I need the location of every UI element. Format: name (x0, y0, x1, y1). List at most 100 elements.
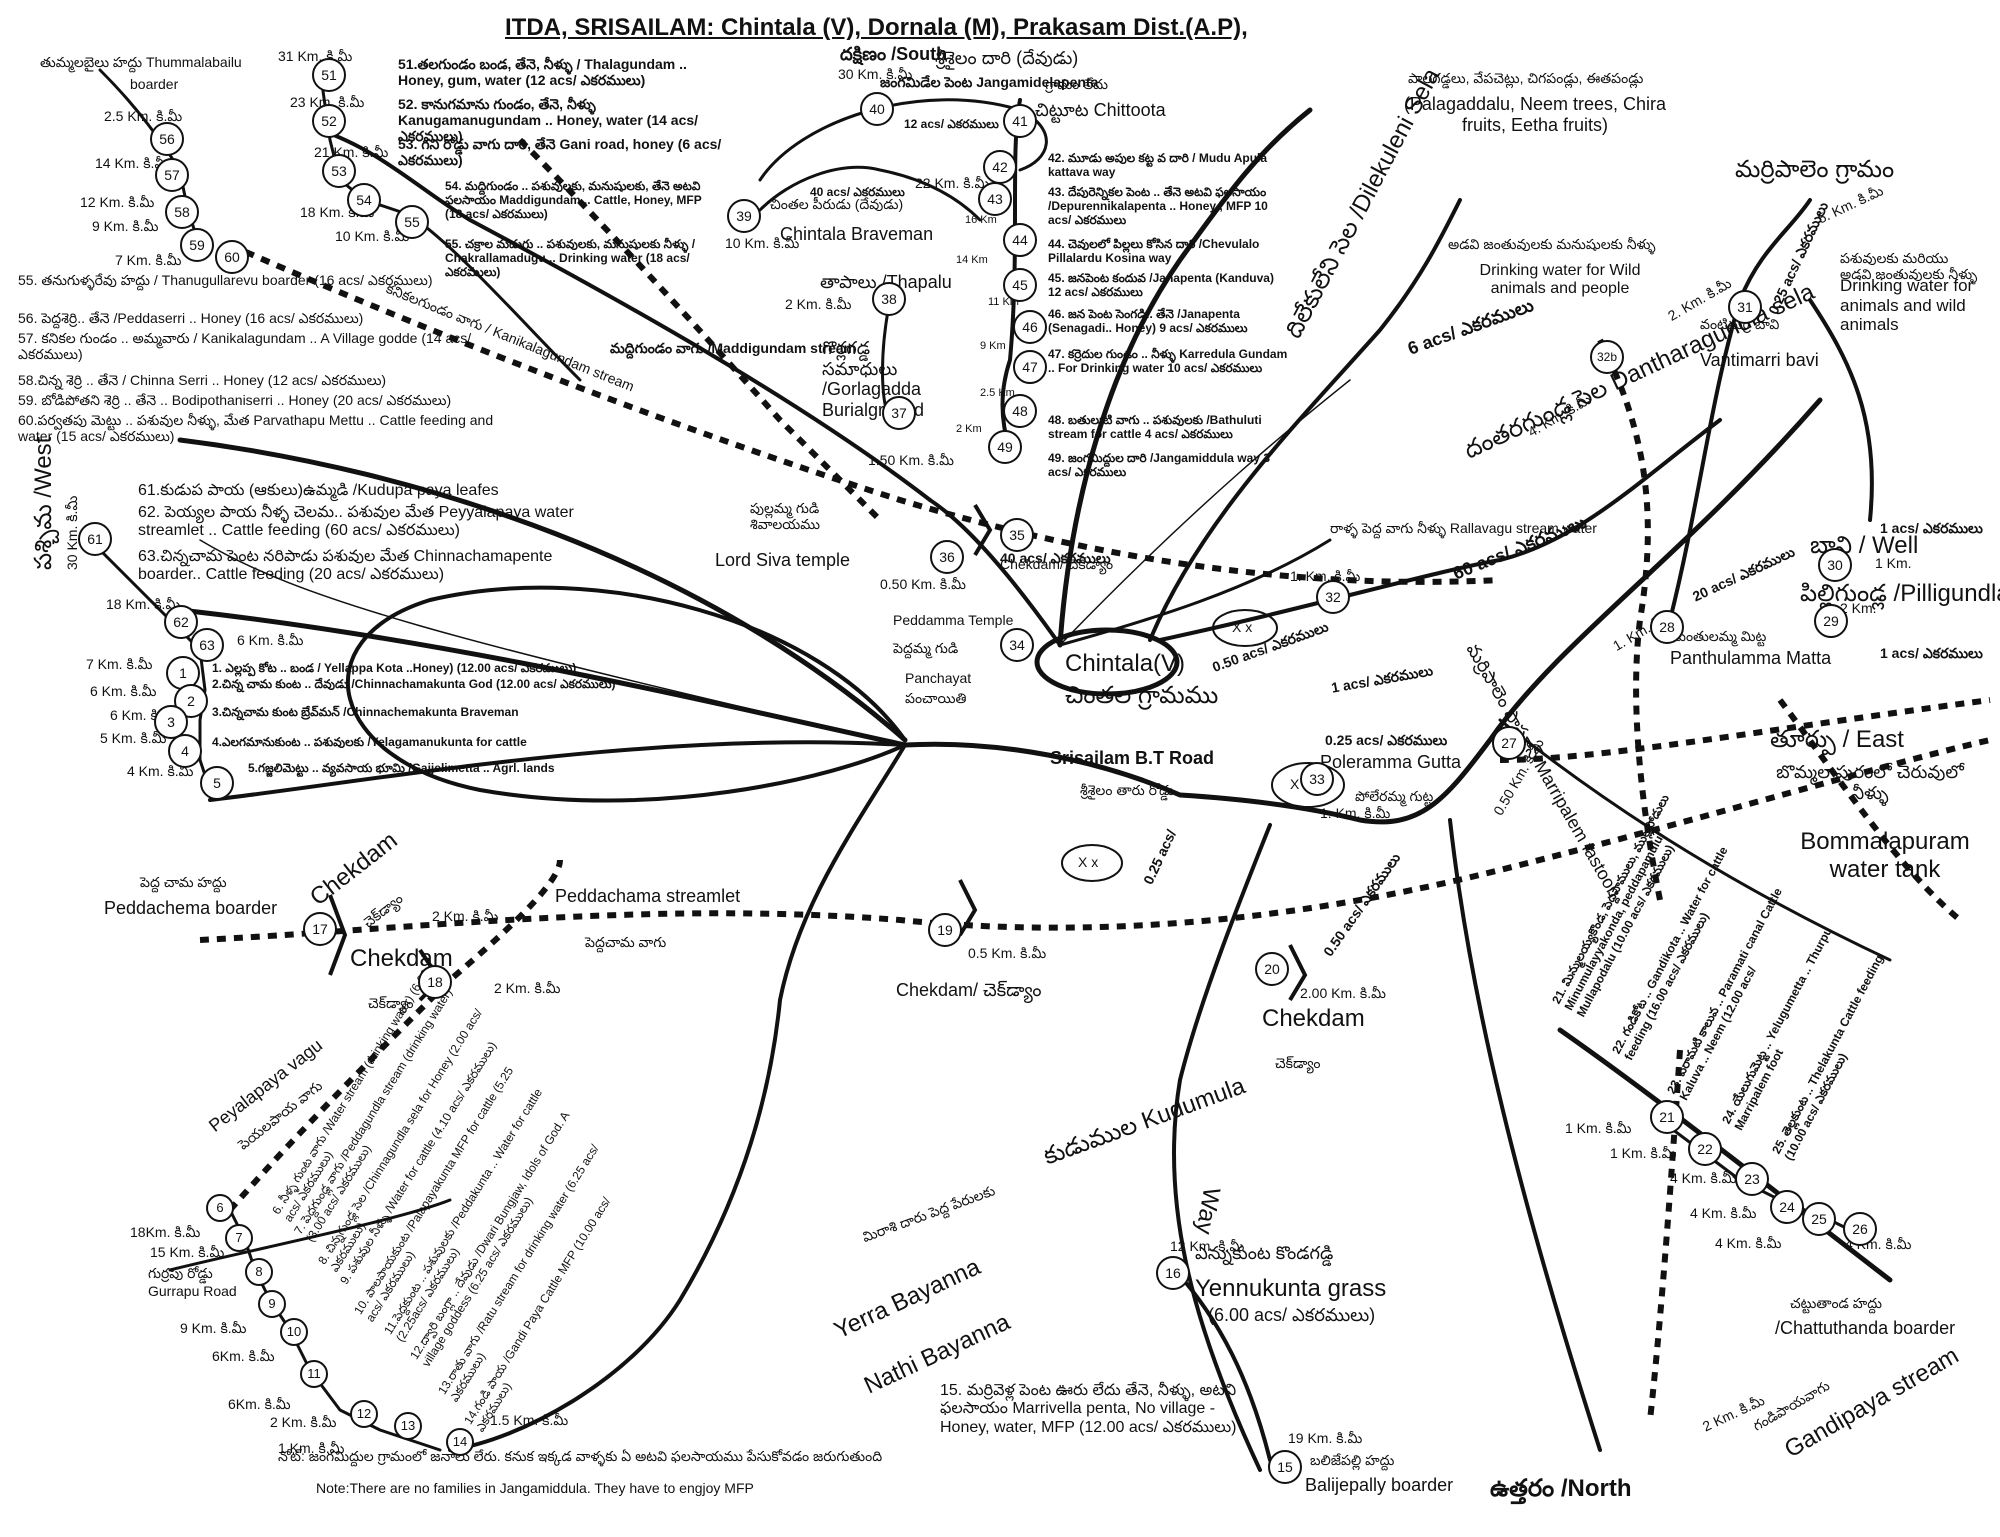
road-bt-west (177, 607, 908, 748)
chekdam-20 (1288, 944, 1308, 1002)
vantimarri-te: వంటిమర్రి బావి (1700, 316, 1780, 332)
node-45[interactable]: 45 (1003, 268, 1037, 302)
road-loop (345, 585, 907, 803)
node-49[interactable]: 49 (988, 430, 1022, 464)
node-42[interactable]: 42 (983, 150, 1017, 184)
node-28[interactable]: 28 (1650, 610, 1684, 644)
node-59[interactable]: 59 (180, 228, 214, 262)
maddigundam-stream: మద్దిగుండం వాగు /Maddigundam stream (610, 340, 857, 356)
node-43[interactable]: 43 (978, 182, 1012, 216)
node-51[interactable]: 51 (312, 58, 346, 92)
node-41[interactable]: 41 (1003, 104, 1037, 138)
node-47[interactable]: 47 (1013, 350, 1047, 384)
node-13[interactable]: 13 (394, 1412, 422, 1440)
node-40[interactable]: 40 (860, 92, 894, 126)
node-10[interactable]: 10 (280, 1318, 308, 1346)
node-54[interactable]: 54 (347, 183, 381, 217)
node-53[interactable]: 53 (322, 154, 356, 188)
distance-2-38: 2 Km. కి.మీ (785, 296, 852, 312)
node-34[interactable]: 34 (1000, 628, 1034, 662)
node-19[interactable]: 19 (928, 913, 962, 947)
node-18[interactable]: 18 (418, 965, 452, 999)
distance-5-4: 5 Km. కి.మీ (100, 730, 167, 746)
node-35[interactable]: 35 (1000, 518, 1034, 552)
marripalem-village: మర్రిపాలెం గ్రామం (1735, 156, 1895, 183)
node-9[interactable]: 9 (258, 1290, 286, 1318)
path-thin-1 (1059, 379, 1351, 646)
node-27[interactable]: 27 (1492, 726, 1526, 760)
node-37[interactable]: 37 (882, 396, 916, 430)
node-21[interactable]: 21 (1650, 1100, 1684, 1134)
node-44[interactable]: 44 (1003, 223, 1037, 257)
chekdam-te-18: చెక్‌డ్యాం (368, 995, 414, 1011)
map-title: ITDA, SRISAILAM: Chintala (V), Dornala (… (505, 14, 1248, 41)
road-to-49 (1000, 98, 1022, 452)
node-31[interactable]: 31 (1728, 290, 1762, 324)
distance-2-12: 2 Km. కి.మీ (270, 1414, 337, 1430)
node-7[interactable]: 7 (225, 1224, 253, 1252)
node-8[interactable]: 8 (245, 1258, 273, 1286)
node-16[interactable]: 16 (1156, 1256, 1190, 1290)
lord-siva-temple: Lord Siva temple (715, 550, 851, 570)
distance-2-18: 2 Km. కి.మీ (494, 980, 561, 996)
node-6[interactable]: 6 (206, 1194, 234, 1222)
node-29[interactable]: 29 (1814, 604, 1848, 638)
bt-road-label: Srisailam B.T Road (1050, 748, 1215, 768)
node-14[interactable]: 14 (446, 1428, 474, 1456)
node-58[interactable]: 58 (165, 195, 199, 229)
legend-63: 63.చిన్నచామ పెంట నరిపాడు పశువుల మేత Chin… (138, 548, 553, 584)
node-55[interactable]: 55 (395, 205, 429, 239)
distance-9-47: 9 Km (980, 340, 1006, 352)
node-38[interactable]: 38 (872, 282, 906, 316)
node-26[interactable]: 26 (1843, 1212, 1877, 1246)
node-56[interactable]: 56 (150, 122, 184, 156)
node-24[interactable]: 24 (1770, 1190, 1804, 1224)
poleramma-label: Poleramma Gutta (1320, 752, 1462, 772)
node-46[interactable]: 46 (1013, 310, 1047, 344)
road-to-28 (1158, 418, 1722, 642)
node-20[interactable]: 20 (1255, 952, 1289, 986)
distance-1-30: 1 Km. (1875, 555, 1912, 571)
legend-2: 2.చిన్న చామ కుంట .. దేవుడు /Chinnachamak… (212, 677, 616, 691)
node-3[interactable]: 3 (154, 705, 188, 739)
node-48[interactable]: 48 (1003, 394, 1037, 428)
stream-peddachama (199, 737, 1991, 943)
node-23[interactable]: 23 (1735, 1162, 1769, 1196)
bommalapuram-te: బొమ్మలాపురంలో చెరువులో నీళ్ళు (1776, 762, 1964, 803)
pilligundla-label: పిల్లిగుండ్ల /Pilligundla (1800, 580, 2000, 607)
node-32b[interactable]: 32b (1590, 340, 1624, 374)
node-12[interactable]: 12 (350, 1400, 378, 1428)
road-to-41 (1057, 107, 1313, 648)
node-32[interactable]: 32 (1316, 580, 1350, 614)
node-39[interactable]: 39 (727, 199, 761, 233)
node-61[interactable]: 61 (78, 522, 112, 556)
node-30[interactable]: 30 (1818, 548, 1852, 582)
distance-10-39: 10 Km. కి.మీ (725, 235, 800, 251)
node-36[interactable]: 36 (930, 540, 964, 574)
node-17[interactable]: 17 (303, 912, 337, 946)
legend-15: 15. మర్రివెళ్ల పెంట ఊరు లేదు తేనె, నీళ్ళ… (940, 1382, 1237, 1436)
distance-0-5-36: 0.50 Km. కి.మీ (880, 576, 966, 592)
node-5[interactable]: 5 (200, 766, 234, 800)
node-22[interactable]: 22 (1688, 1132, 1722, 1166)
node-25[interactable]: 25 (1802, 1202, 1836, 1236)
distance-1-5-14: 1.5 Km. కి.మీ (490, 1412, 569, 1428)
rallavagu-label: రాళ్ళ పెద్ద వాగు నీళ్ళు Rallavagu stream… (1330, 520, 1597, 536)
legend-55: 55. చక్రాల మడుగు .. పశువులకు, మనుషులకు న… (445, 237, 696, 279)
panthulamma-label: Panthulamma Matta (1670, 648, 1832, 668)
node-62[interactable]: 62 (164, 605, 198, 639)
node-4[interactable]: 4 (168, 734, 202, 768)
node-57[interactable]: 57 (155, 158, 189, 192)
chintala-village-te: చింతల గ్రామము (1065, 682, 1219, 709)
node-60[interactable]: 60 (215, 240, 249, 274)
node-33[interactable]: 33 (1300, 762, 1334, 796)
distance-2-29: 2 Km. (1840, 600, 1877, 616)
node-63[interactable]: 63 (190, 628, 224, 662)
acres-40-top: 40 acs/ ఎకరములు (810, 185, 905, 199)
node-52[interactable]: 52 (312, 104, 346, 138)
node-15[interactable]: 15 (1268, 1450, 1302, 1484)
node-11[interactable]: 11 (300, 1360, 328, 1388)
distance-1-22: 1 Km. కి.మీ (1610, 1145, 1677, 1161)
legend-left-58: 58.చిన్న శెర్రి .. తేనె / Chinna Serri .… (18, 372, 387, 388)
node-1[interactable]: 1 (166, 656, 200, 690)
